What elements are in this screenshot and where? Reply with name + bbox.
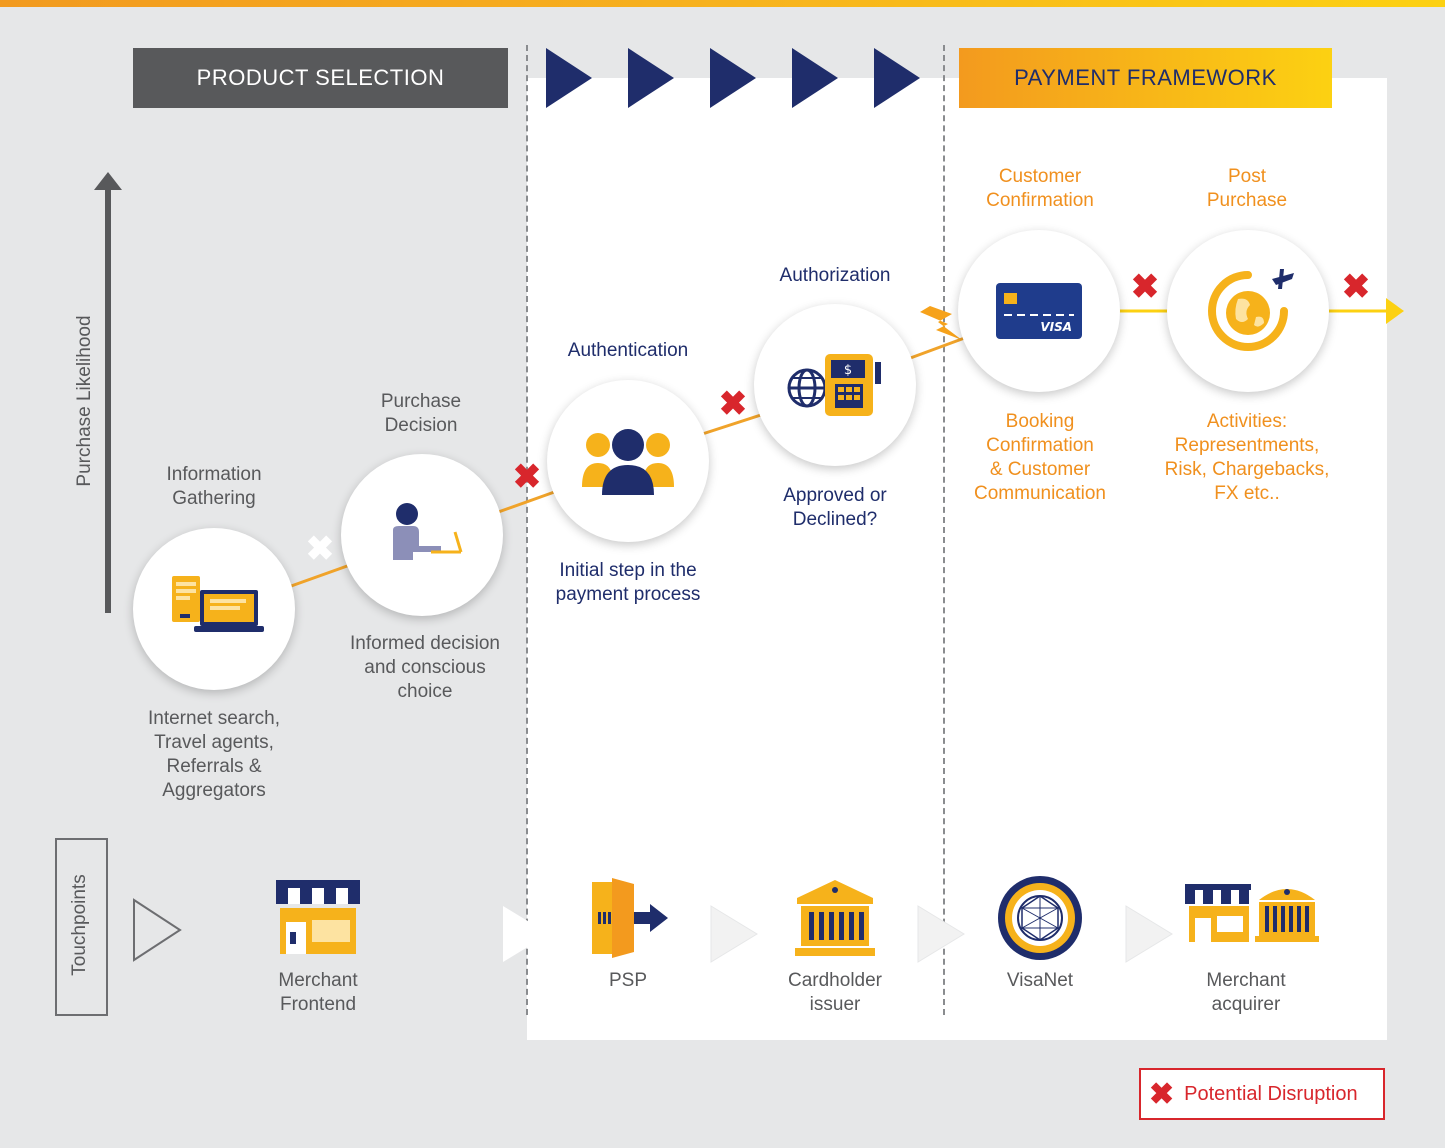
progress-chevrons — [546, 48, 920, 108]
disruption-mark-gathering: ✖ — [305, 530, 335, 568]
touchpoint-label-merchant-frontend: Merchant Frontend — [278, 970, 358, 1015]
stage-desc-information-gathering: Internet search, Travel agents, Referral… — [147, 708, 281, 801]
storefront-icon — [276, 880, 360, 954]
touchpoint-flow-arrows — [133, 898, 1173, 963]
play-arrow-icon — [1125, 905, 1173, 963]
separator-line-left — [526, 45, 528, 1015]
stage-desc-customer-confirmation: Booking Confirmation & Customer Communic… — [974, 411, 1106, 504]
payment-framework-header: PAYMENT FRAMEWORK — [959, 48, 1332, 108]
stage-desc-authorization: Approved or Declined? — [783, 485, 887, 530]
product-selection-header: PRODUCT SELECTION — [133, 48, 508, 108]
top-accent-bar — [0, 0, 1445, 7]
stage-title-customer-confirmation: Customer Confirmation — [986, 166, 1094, 211]
play-outline-icon — [133, 898, 182, 962]
stage-title-authentication: Authentication — [567, 340, 689, 361]
stage-circle-purchase-decision — [341, 454, 503, 616]
stage-circle-customer-confirmation: VISA — [958, 230, 1120, 392]
play-arrow-icon — [503, 906, 549, 962]
stage-circle-authorization: $ — [754, 304, 916, 466]
bank-icon — [795, 880, 875, 956]
card-brand-label: VISA — [1040, 320, 1072, 334]
stage-title-post-purchase: Post Purchase — [1206, 166, 1288, 211]
chevron-arrow-icon — [710, 48, 756, 108]
touchpoint-psp — [588, 876, 672, 960]
stage-title-authorization: Authorization — [779, 265, 891, 286]
disruption-mark-confirmation: ✖ — [1130, 268, 1160, 306]
stage-circle-information-gathering — [133, 528, 295, 690]
globe-plane-icon — [1208, 269, 1294, 351]
legend-label: Potential Disruption — [1184, 1082, 1358, 1105]
stage-title-information-gathering: Information Gathering — [166, 464, 262, 509]
purchase-likelihood-arrow — [94, 172, 122, 613]
chevron-arrow-icon — [546, 48, 592, 108]
store-bank-icon — [1185, 884, 1319, 942]
touchpoint-label-psp: PSP — [608, 970, 648, 991]
stage-title-purchase-decision: Purchase Decision — [380, 391, 462, 436]
visanet-globe-icon — [998, 876, 1082, 960]
stage-desc-authentication: Initial step in the payment process — [555, 560, 701, 605]
users-group-icon — [582, 429, 674, 495]
stage-desc-purchase-decision: Informed decision and conscious choice — [350, 633, 500, 702]
touchpoint-label-visanet: VisaNet — [1006, 970, 1074, 991]
touchpoint-merchant-frontend — [272, 880, 364, 956]
flow-arrowhead-icon — [1386, 298, 1404, 324]
touchpoint-visanet — [996, 874, 1084, 962]
touchpoint-cardholder-issuer — [793, 878, 877, 958]
lightning-bolt-icon — [920, 306, 962, 340]
chevron-arrow-icon — [874, 48, 920, 108]
disruption-mark-post-purchase: ✖ — [1341, 268, 1371, 306]
chevron-arrow-icon — [628, 48, 674, 108]
payment-framework-title: PAYMENT FRAMEWORK — [1014, 65, 1277, 90]
product-selection-title: PRODUCT SELECTION — [196, 65, 445, 90]
touchpoint-label-merchant-acquirer: Merchant acquirer — [1206, 970, 1286, 1015]
stage-circle-authentication — [547, 380, 709, 542]
touchpoint-merchant-acquirer — [1183, 880, 1319, 960]
legend-potential-disruption: ✖ Potential Disruption — [1139, 1068, 1385, 1120]
door-arrow-icon — [592, 878, 668, 958]
globe-terminal-icon: $ — [787, 354, 881, 416]
visa-card-icon: VISA — [996, 283, 1082, 339]
play-arrow-icon — [917, 905, 965, 963]
terminal-dollar-label: $ — [844, 363, 852, 378]
stage-circle-post-purchase — [1167, 230, 1329, 392]
legend-x-icon: ✖ — [1149, 1077, 1175, 1111]
stage-desc-post-purchase: Activities: Representments, Risk, Charge… — [1164, 411, 1330, 504]
person-laptop-icon — [393, 503, 463, 560]
touchpoint-label-cardholder-issuer: Cardholder issuer — [788, 970, 882, 1015]
disruption-mark-decision: ✖ — [512, 458, 542, 496]
touchpoints-label-box — [55, 838, 108, 1016]
disruption-mark-authentication: ✖ — [718, 385, 748, 423]
devices-icon — [172, 576, 264, 632]
chevron-arrow-icon — [792, 48, 838, 108]
separator-line-right — [943, 45, 945, 1015]
play-arrow-icon — [710, 905, 758, 963]
